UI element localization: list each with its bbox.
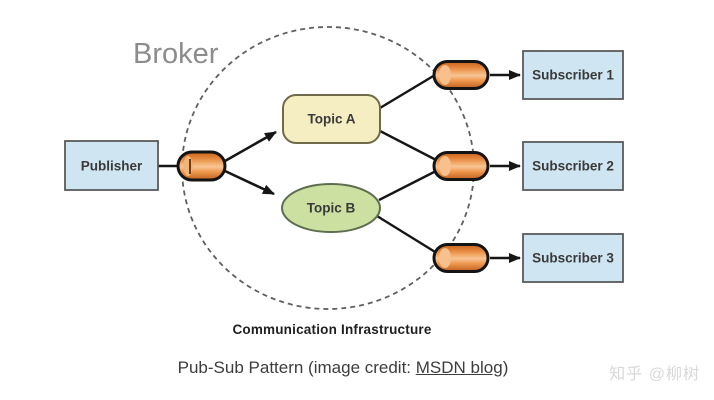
- zhihu-watermark: 知乎 @柳树: [609, 366, 700, 383]
- topic-b-ellipse: [281, 183, 381, 233]
- subscriber-3-box: [522, 233, 624, 283]
- arrow-publisher-to-topic-a: [224, 130, 277, 163]
- line-topic-b-to-pipe-2: [378, 167, 441, 202]
- subscriber-1-box: [522, 50, 624, 100]
- publisher-pipe: [176, 150, 227, 182]
- line-topic-a-to-pipe-2: [379, 129, 441, 164]
- subscriber-2-box: [522, 141, 624, 191]
- subscriber-pipe-3: [432, 243, 490, 273]
- infrastructure-label: Communication Infrastructure: [232, 322, 431, 337]
- publisher-label: Publisher: [81, 159, 143, 174]
- publisher-box: [64, 140, 159, 191]
- pubsub-diagram: Broker Publisher Topic A Topic B: [64, 26, 624, 337]
- subscriber-pipe-1: [432, 60, 490, 90]
- subscriber-2-label: Subscriber 2: [532, 159, 614, 174]
- image-caption: Pub-Sub Pattern (image credit: MSDN blog…: [178, 358, 509, 378]
- broker-label: Broker: [133, 38, 219, 70]
- caption-suffix: ): [502, 358, 509, 377]
- subscriber-pipe-2: [432, 151, 490, 181]
- msdn-blog-link[interactable]: MSDN blog: [415, 358, 503, 377]
- topic-b-label: Topic B: [307, 201, 356, 216]
- subscriber-3-label: Subscriber 3: [532, 251, 614, 266]
- line-topic-b-to-pipe-3: [376, 214, 441, 257]
- topic-a-box: [282, 94, 381, 144]
- arrow-publisher-to-topic-b: [224, 169, 275, 196]
- topic-a-label: Topic A: [308, 112, 356, 127]
- line-topic-a-to-pipe-1: [379, 70, 441, 110]
- caption-prefix: Pub-Sub Pattern (image credit:: [177, 358, 416, 377]
- subscriber-1-label: Subscriber 1: [532, 68, 614, 83]
